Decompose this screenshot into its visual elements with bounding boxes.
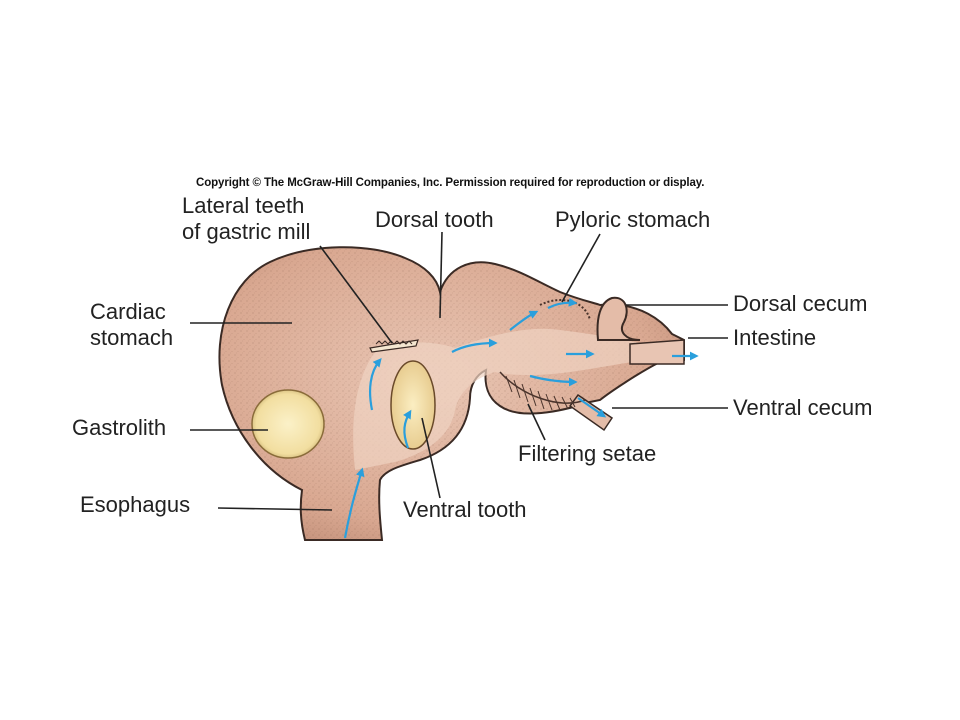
label-cardiac-stomach: Cardiac stomach xyxy=(90,299,173,351)
leader-lines xyxy=(190,231,728,511)
label-gastrolith: Gastrolith xyxy=(72,415,167,440)
label-lateral-teeth-line1: Lateral teeth xyxy=(182,193,305,218)
dorsal-cecum xyxy=(596,296,641,341)
leader-dorsal-tooth xyxy=(439,231,443,319)
copyright-notice: Copyright © The McGraw-Hill Companies, I… xyxy=(196,177,705,189)
label-cardiac-line1: Cardiac xyxy=(90,299,166,324)
intestine-tube xyxy=(629,339,685,365)
leader-lateral-teeth xyxy=(319,245,393,344)
label-intestine: Intestine xyxy=(733,325,817,350)
leader-pyloric-stomach xyxy=(561,233,601,303)
filtering-setae xyxy=(499,371,586,411)
label-ventral-tooth: Ventral tooth xyxy=(403,497,527,522)
label-pyloric-stomach: Pyloric stomach xyxy=(555,207,711,232)
flow-arrows xyxy=(343,297,699,539)
leader-ventral-tooth xyxy=(421,417,441,499)
label-cardiac-line2: stomach xyxy=(90,325,174,350)
label-lateral-teeth: Lateral teeth of gastric mill xyxy=(182,193,310,245)
label-ventral-cecum: Ventral cecum xyxy=(733,395,873,420)
lateral-teeth-shape xyxy=(369,339,419,353)
label-dorsal-tooth: Dorsal tooth xyxy=(375,207,494,232)
stomach-lumen xyxy=(353,328,670,470)
leader-esophagus xyxy=(217,507,333,511)
leader-filtering-setae xyxy=(527,403,546,441)
ventral-tooth-shape xyxy=(390,360,436,450)
label-lateral-teeth-line2: of gastric mill xyxy=(182,219,311,244)
gastrolith-stone xyxy=(251,389,325,459)
label-filtering-setae: Filtering setae xyxy=(518,441,657,466)
label-dorsal-cecum: Dorsal cecum xyxy=(733,291,868,316)
label-esophagus: Esophagus xyxy=(80,492,191,517)
